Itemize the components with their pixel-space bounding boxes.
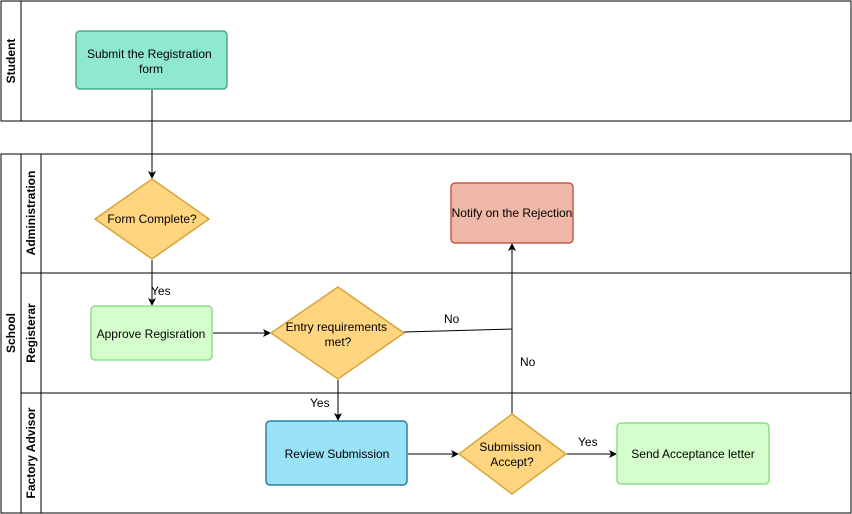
lane-factory-advisor-title: Factory Advisor xyxy=(24,407,38,498)
node-entry-line-2: met? xyxy=(325,335,352,349)
pool-student-title: Student xyxy=(4,39,18,84)
svg-text:Form Complete?: Form Complete? xyxy=(107,212,197,226)
node-send-acceptance-letter[interactable]: Send Acceptance letter xyxy=(616,422,770,485)
pool-school-title: School xyxy=(4,313,18,353)
node-notify-line-1: Notify on the Rejection xyxy=(452,206,573,220)
lane-registerar-title: Registerar xyxy=(24,303,38,363)
node-submit-line-1: Submit the Registration xyxy=(87,47,212,61)
edge-label-yes-approve: Yes xyxy=(151,284,171,298)
svg-text:Review Submission: Review Submission xyxy=(285,447,390,461)
edge-label-no-accept: No xyxy=(520,355,536,369)
node-review-line-1: Review Submission xyxy=(285,447,390,461)
svg-text:Submission Accept?: Submission Accept? xyxy=(479,440,544,469)
svg-text:Notify on the Rejection: Notify on the Rejection xyxy=(452,206,573,220)
edge-label-yes-send: Yes xyxy=(578,435,598,449)
svg-text:Send Acceptance letter: Send Acceptance letter xyxy=(631,447,754,461)
node-submit-line-2: form xyxy=(139,62,163,76)
node-entry-requirements-decision[interactable]: Entry requirements met? xyxy=(269,286,406,380)
node-approve-registration[interactable]: Approve Regisration xyxy=(90,305,213,361)
node-approve-line-1: Approve Regisration xyxy=(97,327,206,341)
svg-text:Entry requirements met?: Entry requirements met? xyxy=(286,320,391,349)
node-submit-registration[interactable]: Submit the Registration form xyxy=(75,30,228,90)
node-accept-line-2: Accept? xyxy=(490,455,534,469)
node-notify-rejection[interactable]: Notify on the Rejection xyxy=(450,182,574,244)
edge-label-yes-review: Yes xyxy=(310,396,330,410)
node-form-complete-decision[interactable]: Form Complete? xyxy=(93,178,211,260)
node-submission-accept-decision[interactable]: Submission Accept? xyxy=(457,413,568,495)
node-accept-line-1: Submission xyxy=(479,440,541,454)
edges xyxy=(148,90,617,458)
edge-label-no-entry: No xyxy=(444,312,460,326)
svg-text:Submit the Registration: Submit the Registration form xyxy=(87,47,215,76)
node-entry-line-1: Entry requirements xyxy=(286,320,387,334)
node-send-line-1: Send Acceptance letter xyxy=(631,447,754,461)
node-form-complete-line-1: Form Complete? xyxy=(107,212,197,226)
svg-text:Approve Regisration: Approve Regisration xyxy=(97,327,206,341)
lane-administration-title: Administration xyxy=(24,171,38,256)
node-review-submission[interactable]: Review Submission xyxy=(265,420,408,486)
